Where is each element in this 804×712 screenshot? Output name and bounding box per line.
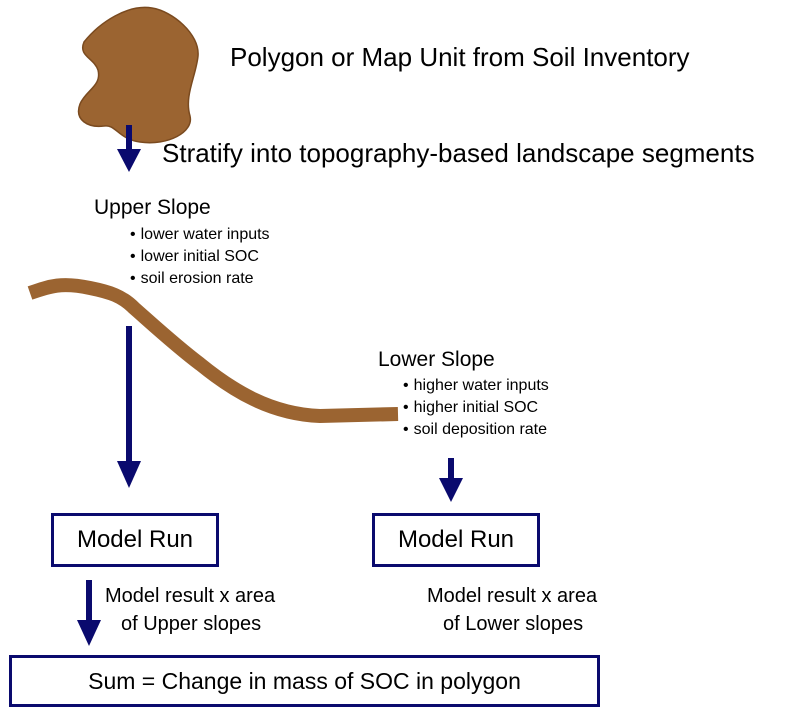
sum-box: Sum = Change in mass of SOC in polygon bbox=[9, 655, 600, 707]
lower-slope-heading: Lower Slope bbox=[378, 348, 495, 371]
lower-slope-bullets: higher water inputs higher initial SOC s… bbox=[403, 375, 549, 441]
sum-arrow bbox=[77, 580, 101, 646]
upper-model-arrow bbox=[117, 326, 141, 488]
stratify-caption: Stratify into topography-based landscape… bbox=[162, 138, 755, 168]
upper-result-line-2: of Upper slopes bbox=[121, 613, 262, 635]
lower-result-line-2: of Lower slopes bbox=[443, 613, 584, 635]
soil-polygon-icon bbox=[77, 6, 199, 144]
upper-model-run-box: Model Run bbox=[51, 513, 219, 567]
upper-result-line-1: Model result x area bbox=[105, 585, 276, 607]
lower-model-run-box: Model Run bbox=[372, 513, 540, 567]
upper-slope-bullets: lower water inputs lower initial SOC soi… bbox=[130, 224, 270, 290]
upper-result-text: Model result x area of Upper slopes bbox=[105, 582, 275, 638]
upper-slope-heading: Upper Slope bbox=[94, 196, 211, 219]
lower-result-text: Model result x area of Lower slopes bbox=[427, 582, 597, 638]
list-item: soil erosion rate bbox=[130, 268, 270, 290]
list-item: lower initial SOC bbox=[130, 246, 270, 268]
list-item: soil deposition rate bbox=[403, 419, 549, 441]
lower-model-arrow bbox=[439, 458, 463, 502]
lower-result-line-1: Model result x area bbox=[427, 585, 598, 607]
polygon-caption: Polygon or Map Unit from Soil Inventory bbox=[230, 42, 690, 72]
list-item: higher water inputs bbox=[403, 375, 549, 397]
slope-profile bbox=[27, 278, 399, 424]
list-item: higher initial SOC bbox=[403, 397, 549, 419]
stratify-arrow bbox=[117, 125, 141, 172]
list-item: lower water inputs bbox=[130, 224, 270, 246]
